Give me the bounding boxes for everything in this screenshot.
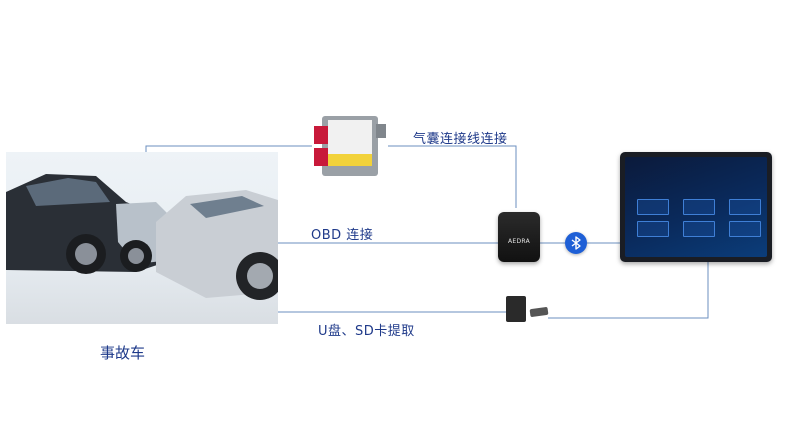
screen-tile xyxy=(637,221,669,237)
storage-link-label: U盘、SD卡提取 xyxy=(318,324,415,339)
screen-tile xyxy=(729,221,761,237)
screen-tile xyxy=(637,199,669,215)
sd-card-image xyxy=(506,296,526,322)
dongle-brand: AEDRA xyxy=(507,238,531,245)
obd-dongle-image: AEDRA xyxy=(498,208,540,262)
tablet-image xyxy=(620,152,772,262)
airbag-module-image xyxy=(312,112,388,184)
storage-to-tablet-line xyxy=(548,262,709,319)
car-crash-image xyxy=(6,152,278,324)
screen-tile xyxy=(683,221,715,237)
airbag-link-label: 气囊连接线连接 xyxy=(413,132,508,147)
dongle-body xyxy=(498,212,540,262)
accident-car-caption: 事故车 xyxy=(100,344,146,362)
bluetooth-icon xyxy=(565,232,587,254)
screen-tile xyxy=(729,199,761,215)
obd-link-label: OBD 连接 xyxy=(311,228,374,243)
airbag-to-dongle-line xyxy=(388,145,517,208)
screen-tile xyxy=(683,199,715,215)
tablet-screen xyxy=(625,157,767,257)
